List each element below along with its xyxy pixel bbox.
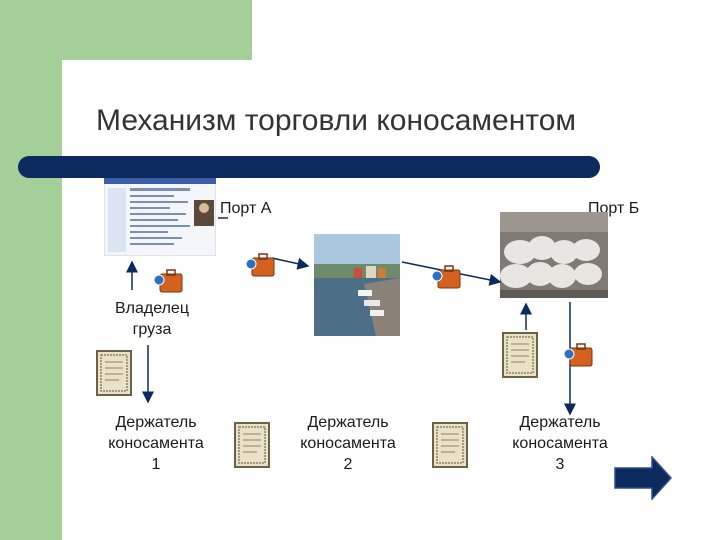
top-green-block: [0, 0, 252, 60]
warehouse-photo: [500, 212, 608, 298]
cargo-owner-line-2: груза: [132, 321, 172, 338]
cargo-owner-line-1: Владелец: [114, 300, 189, 317]
bill-of-lading-document-icon: [96, 350, 132, 396]
bill-of-lading-document-icon: [234, 422, 270, 468]
holder-1-line-2: коносамента: [108, 435, 204, 452]
arrow-port-a-to-harbor: [271, 257, 310, 270]
briefcase-icon: [563, 343, 593, 367]
briefcase-icon: [245, 253, 275, 277]
harbor-photo: [314, 234, 400, 336]
bill-of-lading-document-icon: [502, 332, 538, 378]
website-screenshot: [104, 178, 216, 256]
port-a-label: Порт А: [220, 200, 272, 217]
holder-2-line-1: Держатель: [307, 414, 389, 431]
holder-2-label: Держатель коносамента 2: [288, 412, 408, 475]
briefcase-icon: [153, 269, 183, 293]
holder-1-number: 1: [151, 456, 161, 473]
briefcase-icon: [431, 265, 461, 289]
holder-2-line-2: коносамента: [300, 435, 396, 452]
slide-title: Механизм торговли коносаментом: [96, 104, 576, 137]
bill-of-lading-document-icon: [432, 422, 468, 468]
holder-2-number: 2: [343, 456, 353, 473]
holder-1-line-1: Держатель: [115, 414, 197, 431]
cargo-owner-label: Владелец груза: [96, 298, 208, 340]
title-underline-bar: [18, 156, 600, 178]
holder-3-number: 3: [555, 456, 565, 473]
holder-1-label: Держатель коносамента 1: [96, 412, 216, 475]
holder-3-label: Держатель коносамента 3: [500, 412, 620, 475]
sidebar-green-bar: [0, 0, 62, 540]
next-arrow-icon[interactable]: [614, 456, 672, 500]
holder-3-line-1: Держатель: [519, 414, 601, 431]
holder-3-line-2: коносамента: [512, 435, 608, 452]
